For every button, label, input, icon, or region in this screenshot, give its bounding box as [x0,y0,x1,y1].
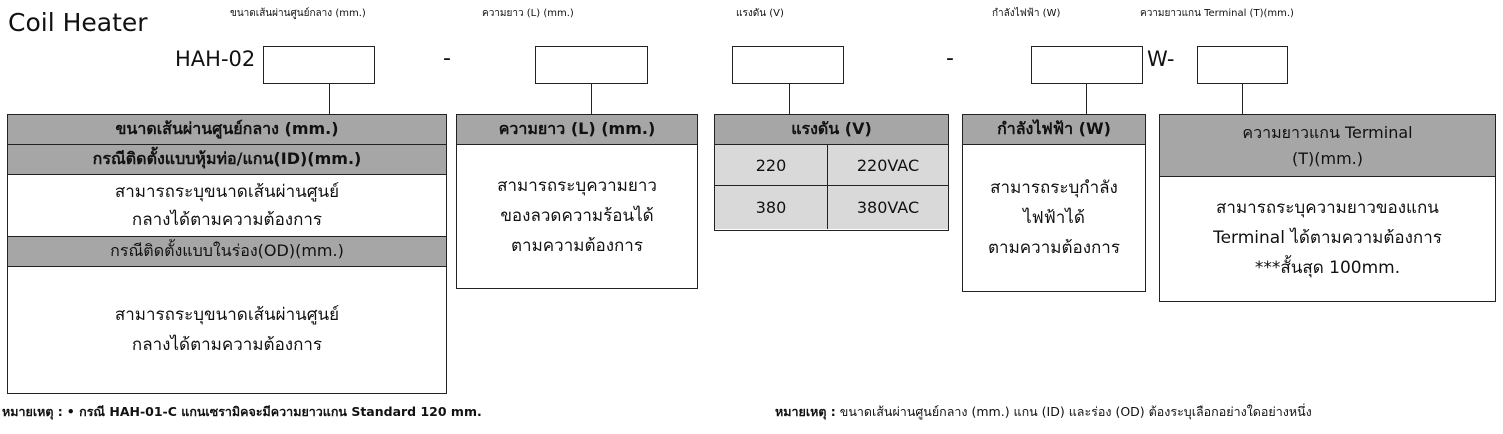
power-description-line: ไฟฟ้าได้ [1023,207,1085,228]
length-description-line: ของลวดความร้อนได้ [500,206,654,226]
model-prefix: HAH-02 [175,47,256,71]
id-description-line: กลางได้ตามความต้องการ [131,209,323,230]
diameter-table-header: ขนาดเส้นผ่านศูนย์กลาง (mm.) [8,115,446,145]
top-label-voltage: แรงดัน (V) [736,8,784,19]
watt-suffix: W- [1147,47,1175,71]
od-description-line: กลางได้ตามความต้องการ [131,335,323,355]
terminal-table: ความยาวแกน Terminal (T)(mm.) สามารถระบุค… [1159,114,1496,302]
note-text: ขนาดเส้นผ่านศูนย์กลาง (mm.) แกน (ID) และ… [839,404,1312,419]
connector-line [329,84,330,114]
length-table-header: ความยาว (L) (mm.) [457,115,697,145]
terminal-description-line: Terminal ได้ตามความต้องการ [1213,228,1442,248]
power-description-line: สามารถระบุกำลัง [990,177,1118,198]
diameter-entry-box[interactable] [263,46,375,84]
note-2: หมายเหตุ : ขนาดเส้นผ่านศูนย์กลาง (mm.) แ… [775,402,1312,422]
diameter-table: ขนาดเส้นผ่านศูนย์กลาง (mm.) กรณีติดตั้งแ… [7,114,447,394]
terminal-table-header: ความยาวแกน Terminal (T)(mm.) [1160,115,1495,177]
voltage-value: 380VAC [856,198,920,217]
id-description: สามารถระบุขนาดเส้นผ่านศูนย์ กลางได้ตามคว… [8,175,446,237]
connector-line [789,84,790,114]
voltage-row: 380 380VAC [715,186,948,229]
connector-line [1242,84,1243,114]
top-label-power: กำลังไฟฟ้า (W) [992,8,1061,19]
power-description-line: ตามความต้องการ [988,237,1120,258]
id-case-label: กรณีติดตั้งแบบหุ้มท่อ/แกน(ID)(mm.) [8,145,446,175]
note-label: หมายเหตุ : [2,404,63,419]
terminal-description: สามารถระบุความยาวของแกน Terminal ได้ตามค… [1160,177,1495,299]
terminal-header-line: (T)(mm.) [1292,148,1363,168]
length-table: ความยาว (L) (mm.) สามารถระบุความยาว ของล… [456,114,698,289]
separator-dash: - [946,46,954,71]
terminal-header-line: ความยาวแกน Terminal [1242,122,1413,142]
power-table: กำลังไฟฟ้า (W) สามารถระบุกำลัง ไฟฟ้าได้ … [962,114,1146,292]
voltage-table: แรงดัน (V) 220 220VAC 380 380VAC [714,114,949,231]
note-label: หมายเหตุ : [775,404,836,419]
terminal-entry-box[interactable] [1197,46,1288,84]
top-label-diameter: ขนาดเส้นผ่านศูนย์กลาง (mm.) [230,8,366,19]
voltage-value: 220VAC [856,155,920,175]
length-entry-box[interactable] [535,46,648,84]
voltage-row: 220 220VAC [715,145,948,186]
voltage-entry-box[interactable] [732,46,844,84]
note-text: • กรณี HAH-01-C แกนเซรามิคจะมีความยาวแกน… [66,404,482,419]
terminal-description-line: สามารถระบุความยาวของแกน [1216,198,1439,218]
length-description-line: ตามความต้องการ [511,236,643,256]
od-description: สามารถระบุขนาดเส้นผ่านศูนย์ กลางได้ตามคว… [8,267,446,389]
voltage-code: 380 [715,186,828,229]
length-description-line: สามารถระบุความยาว [497,176,657,196]
od-description-line: สามารถระบุขนาดเส้นผ่านศูนย์ [114,305,340,325]
separator-dash: - [443,46,451,71]
connector-line [1086,84,1087,114]
terminal-description-line: ***สั้นสุด 100mm. [1254,258,1401,278]
voltage-table-header: แรงดัน (V) [715,115,948,145]
voltage-code: 220 [715,145,828,185]
id-description-line: สามารถระบุขนาดเส้นผ่านศูนย์ [114,181,340,202]
page-title: Coil Heater [8,8,148,37]
note-1: หมายเหตุ : • กรณี HAH-01-C แกนเซรามิคจะม… [2,402,482,422]
power-entry-box[interactable] [1031,46,1143,84]
connector-line [591,84,592,114]
length-description: สามารถระบุความยาว ของลวดความร้อนได้ ตามค… [457,145,697,287]
od-case-label: กรณีติดตั้งแบบในร่อง(OD)(mm.) [8,237,446,267]
top-label-terminal: ความยาวแกน Terminal (T)(mm.) [1140,8,1294,19]
power-description: สามารถระบุกำลัง ไฟฟ้าได้ ตามความต้องการ [963,145,1145,290]
top-label-length: ความยาว (L) (mm.) [482,8,574,19]
power-table-header: กำลังไฟฟ้า (W) [963,115,1145,145]
